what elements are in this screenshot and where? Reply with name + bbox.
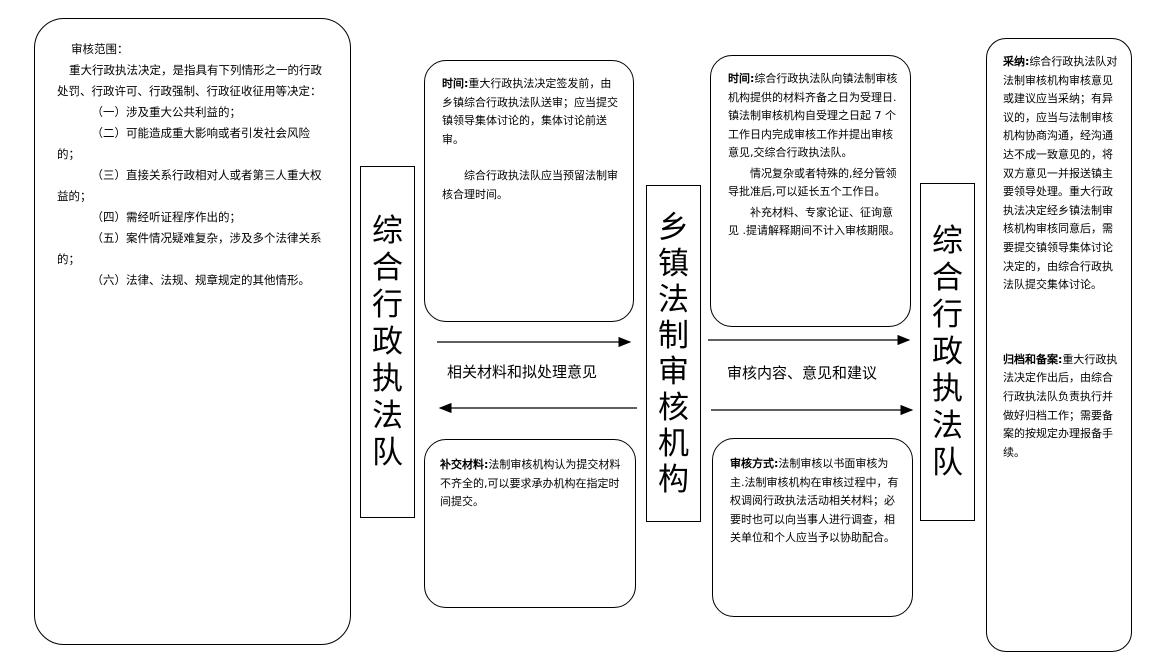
team-char: 政 [932, 333, 963, 370]
arrow-label-review-content: 审核内容、意见和建议 [727, 364, 878, 382]
scope-item: （一）涉及重大公共利益的； [91, 105, 242, 119]
review-time-exclusion: 补充材料、专家论证、征询意见 .提请解释期间不计入审核期限。 [728, 205, 900, 238]
adoption-and-archive-box: 采纳:综合行政执法队对法制审核机构审核意见或建议应当采纳；有异议的，应当与法制审… [986, 38, 1132, 652]
supplement-label: 补交材料: [440, 458, 489, 471]
review-method-label: 审核方式: [730, 457, 779, 470]
org-char: 机 [658, 425, 689, 462]
review-scope-box: 审核范围： 重大行政执法决定，是指具有下列情形之一的行政处罚、行政许可、行政强制… [34, 18, 351, 645]
submission-time-label: 时间: [442, 77, 469, 90]
team-char: 行 [932, 296, 963, 333]
review-time-label: 时间: [728, 72, 755, 85]
archive-text: 重大行政执法决定作出后，由综合行政执法队负责执行并做好归档工作；需要备案的按规定… [1003, 352, 1118, 459]
team-char: 政 [372, 323, 403, 360]
team-char: 队 [932, 444, 963, 481]
archive-label: 归档和备案: [1003, 352, 1063, 366]
org-char: 核 [658, 389, 689, 426]
team-char: 执 [372, 360, 403, 397]
supplement-materials-box: 补交材料:法制审核机构认为提交材料不齐全的,可以要求承办机构在指定时间提交。 [424, 439, 636, 608]
team-char: 行 [372, 286, 403, 323]
submission-time-box: 时间:重大行政执法决定签发前，由乡镇综合行政执法队送审；应当提交镇领导集体讨论的… [424, 60, 634, 322]
team-char: 队 [372, 434, 403, 471]
arrow-label-materials: 相关材料和拟处理意见 [447, 363, 598, 381]
org-char: 镇 [658, 245, 689, 282]
adoption-text: 综合行政执法队对法制审核机构审核意见或建议应当采纳；有异议的，应当与法制审核机构… [1003, 55, 1118, 292]
org-char: 制 [658, 317, 689, 354]
submission-time-text: 时间:重大行政执法决定签发前，由乡镇综合行政执法队送审；应当提交镇领导集体讨论的… [442, 77, 618, 146]
review-time-extension: 情况复杂或者特殊的,经分管领导批准后,可以延长五个工作日。 [728, 166, 897, 199]
legal-review-org-box: 乡 镇 法 制 审 核 机 构 [646, 185, 701, 522]
left-enforcement-team-box: 综 合 行 政 执 法 队 [360, 166, 415, 518]
team-char: 综 [372, 212, 403, 249]
adoption-label: 采纳: [1003, 55, 1030, 68]
scope-item: （四）需经听证程序作出的； [91, 210, 242, 224]
right-enforcement-team-box: 综 合 行 政 执 法 队 [920, 183, 975, 521]
scope-item: （六）法律、法规、规章规定的其他情形。 [91, 273, 311, 287]
scope-intro: 重大行政执法决定，是指具有下列情形之一的行政处罚、行政许可、行政强制、行政征收征… [57, 63, 322, 98]
review-time-box: 时间:综合行政执法队向镇法制审核机构提供的材料齐备之日为受理日.镇法制审核机构自… [710, 55, 911, 327]
review-method-box: 审核方式:法制审核以书面审核为主.法制审核机构在审核过程中，有权调阅行政执法活动… [712, 438, 913, 617]
review-time-text: 综合行政执法队向镇法制审核机构提供的材料齐备之日为受理日.镇法制审核机构自受理之… [728, 72, 898, 159]
scope-item: （五）案件情况疑难复杂，涉及多个法律关系的； [57, 231, 322, 266]
org-char: 法 [658, 281, 689, 318]
org-char: 乡 [658, 209, 689, 246]
review-method-text: 法制审核以书面审核为主.法制审核机构在审核过程中，有权调阅行政执法活动相关材料；… [730, 457, 899, 544]
org-char: 构 [658, 461, 689, 498]
org-char: 审 [658, 353, 689, 390]
scope-item: （二）可能造成重大影响或者引发社会风险的； [57, 126, 310, 161]
scope-item: （三）直接关系行政相对人或者第三人重大权益的； [57, 168, 322, 203]
team-char: 法 [932, 407, 963, 444]
team-char: 合 [372, 249, 403, 286]
team-char: 合 [932, 259, 963, 296]
team-char: 综 [932, 222, 963, 259]
team-char: 法 [372, 397, 403, 434]
supplement-text: 法制审核机构认为提交材料不齐全的,可以要求承办机构在指定时间提交。 [440, 458, 621, 508]
submission-time-note: 综合行政执法队应当预留法制审核合理时间。 [442, 169, 618, 201]
team-char: 执 [932, 370, 963, 407]
scope-title: 审核范围： [71, 42, 129, 56]
